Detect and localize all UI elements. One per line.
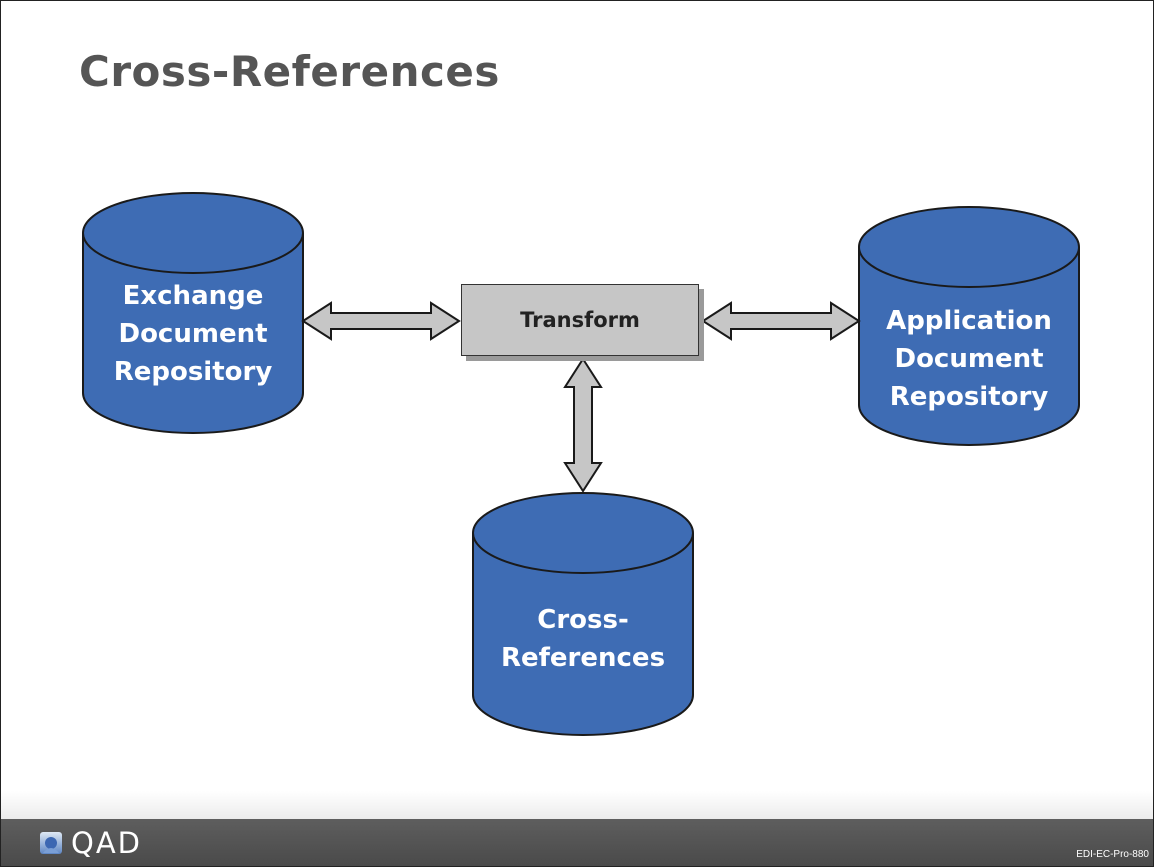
cross-references-cylinder	[472, 492, 694, 736]
footer-bar	[1, 819, 1153, 866]
exchange-label-line: Repository	[113, 357, 273, 387]
exchange-repository-label: Exchange Document Repository	[83, 277, 303, 391]
left-double-arrow	[301, 301, 461, 341]
exchange-repository-cylinder	[82, 192, 304, 434]
transform-box: Transform	[461, 284, 699, 356]
slide-code: EDI-EC-Pro-880	[1076, 849, 1149, 860]
qad-logo-icon	[40, 832, 62, 854]
application-label-line: Document	[894, 344, 1044, 374]
application-repository-cylinder	[858, 206, 1080, 446]
right-double-arrow	[701, 301, 861, 341]
qad-logo-text: QAD	[71, 826, 142, 860]
exchange-label-line: Exchange	[122, 281, 264, 311]
transform-label: Transform	[520, 308, 640, 332]
cross-references-label-line: Cross-	[537, 605, 629, 635]
cross-references-label: Cross- References	[473, 601, 693, 677]
qad-logo: QAD	[39, 828, 142, 858]
application-repository-label: Application Document Repository	[859, 302, 1079, 416]
application-label-line: Repository	[889, 382, 1049, 412]
cross-references-label-line: References	[500, 643, 666, 673]
application-label-line: Application	[886, 306, 1052, 336]
vertical-double-arrow	[563, 357, 603, 493]
exchange-label-line: Document	[118, 319, 268, 349]
diagram	[82, 192, 1080, 736]
footer-fade	[1, 791, 1153, 819]
slide-title: Cross-References	[79, 47, 500, 96]
